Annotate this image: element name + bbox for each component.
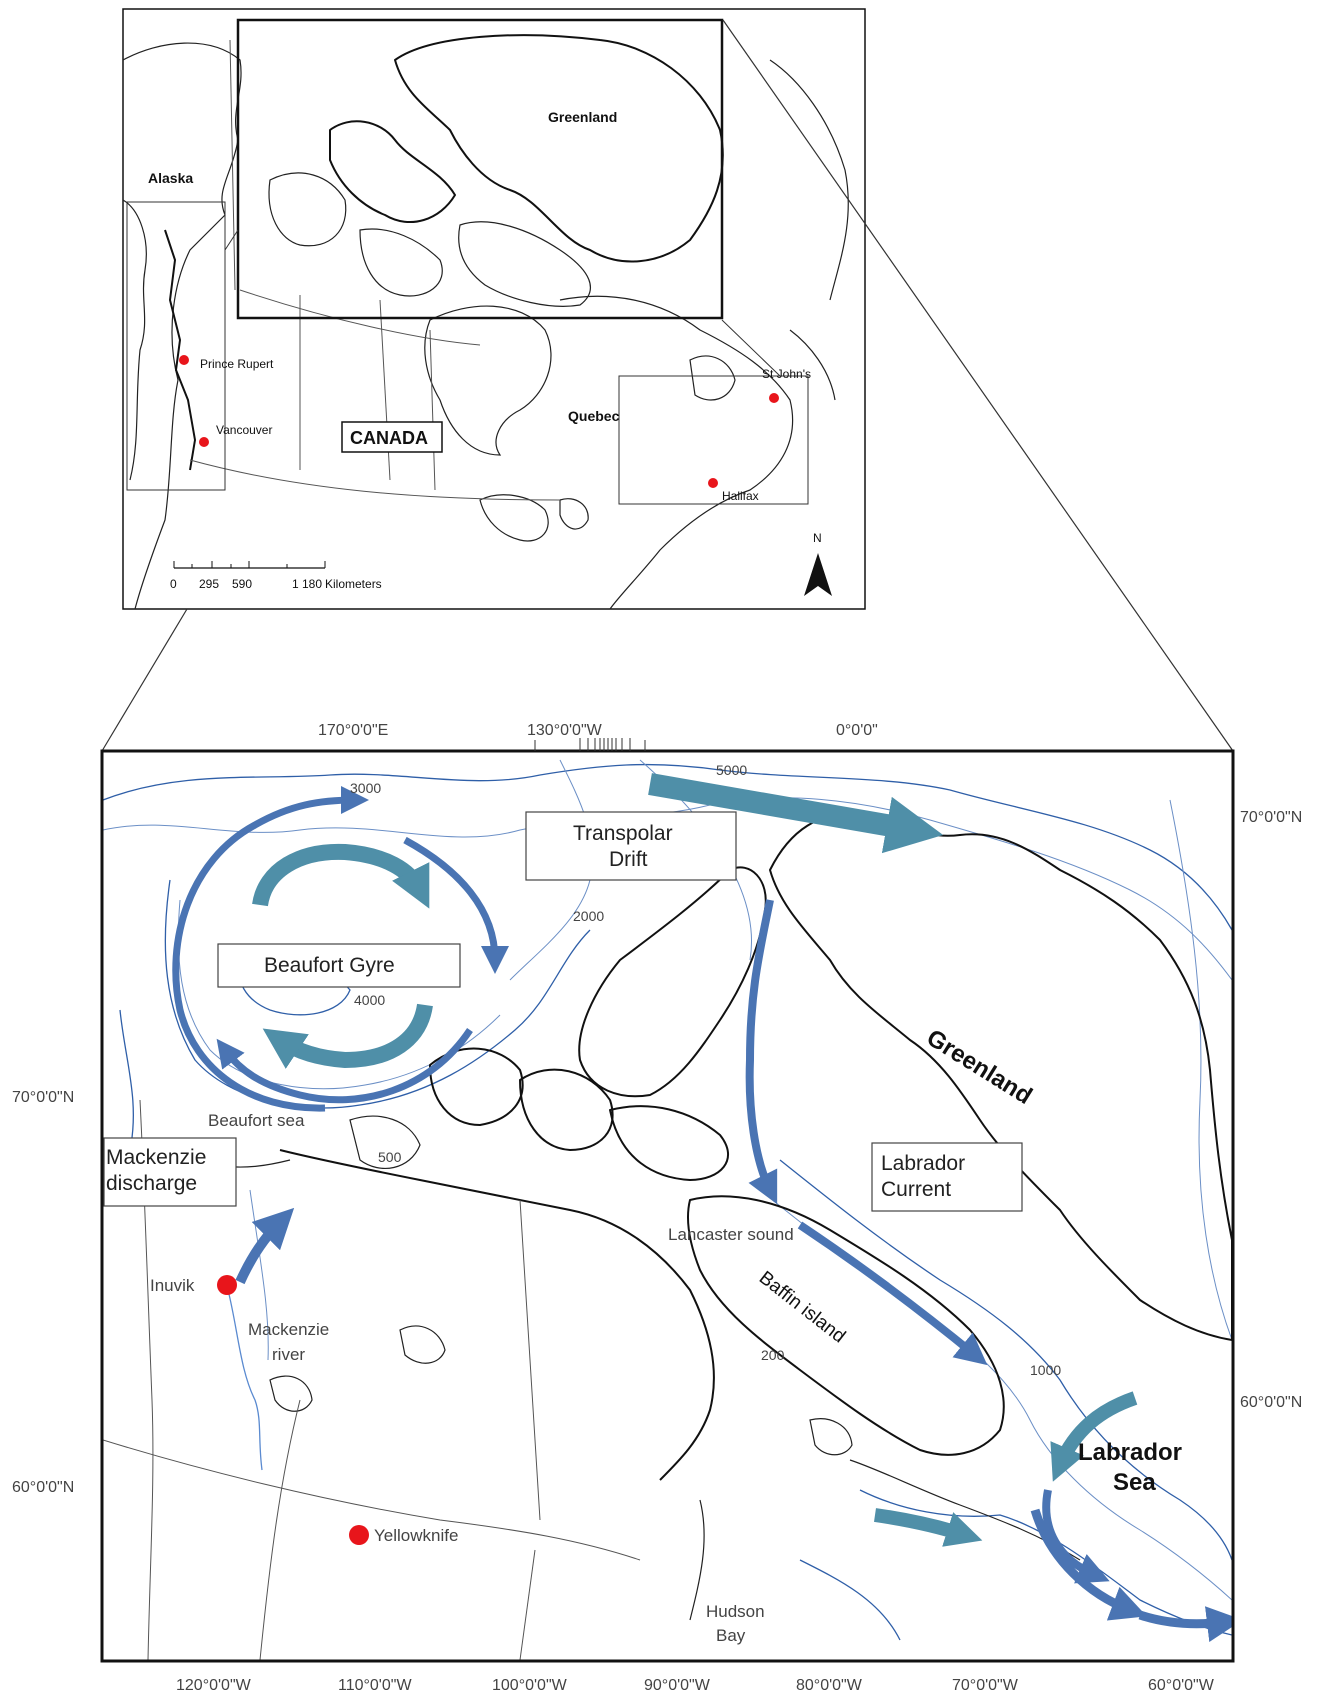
depth-label: 500 bbox=[378, 1149, 402, 1165]
gyre-outer-arrow bbox=[403, 836, 509, 974]
coord-label: 170°0'0"E bbox=[318, 722, 388, 739]
greenland-coast bbox=[769, 813, 1232, 1341]
city-dot-inuvik bbox=[217, 1275, 237, 1295]
scale-tick-label: 1 180 bbox=[292, 577, 322, 591]
label-labrador-sea: Labrador bbox=[1078, 1439, 1182, 1466]
inset-city-label: Halifax bbox=[722, 489, 759, 503]
svg-text:Current: Current bbox=[881, 1178, 951, 1201]
labrador-sea-arrow bbox=[1042, 1489, 1110, 1584]
label-mackenzie-river: river bbox=[272, 1345, 305, 1364]
inset-label-canada: CANADA bbox=[350, 428, 428, 448]
coord-label: 120°0'0"W bbox=[176, 1677, 252, 1694]
coord-label: 130°0'0"W bbox=[527, 722, 603, 739]
mackenzie-river-line bbox=[227, 1289, 263, 1471]
beaufort-gyre-label: Beaufort Gyre bbox=[217, 943, 461, 988]
transpolar-drift-label: Transpolar Drift bbox=[525, 811, 737, 881]
depth-label: 4000 bbox=[354, 992, 385, 1008]
labrador-south-arrow bbox=[1138, 1606, 1232, 1643]
inset-zoom-box bbox=[236, 18, 724, 320]
baffin-current-arrow bbox=[745, 899, 778, 1205]
inset-canada-box bbox=[341, 421, 443, 453]
top-ticks bbox=[534, 738, 646, 751]
svg-text:Drift: Drift bbox=[609, 848, 648, 871]
north-arrow-icon: N bbox=[804, 531, 832, 596]
coord-label: 90°0'0"W bbox=[644, 1677, 711, 1694]
inset-city-dot bbox=[199, 437, 209, 447]
main-frame bbox=[100, 749, 1235, 1663]
coord-label: 60°0'0"N bbox=[1240, 1394, 1302, 1411]
depth-label: 1000 bbox=[1030, 1362, 1061, 1378]
ocean-currents bbox=[172, 773, 1232, 1643]
scale-tick-label: 295 bbox=[199, 577, 219, 591]
zoom-connector bbox=[722, 19, 1234, 752]
inset-city-label: St John's bbox=[762, 367, 811, 381]
inset-city-label: Prince Rupert bbox=[200, 357, 274, 371]
label-hudson-bay: Hudson bbox=[706, 1602, 765, 1621]
coord-label: 70°0'0"N bbox=[1240, 809, 1302, 826]
label-labrador-sea: Sea bbox=[1113, 1469, 1156, 1496]
gyre-outer-arrow bbox=[172, 786, 369, 1112]
gyre-outer-arrow bbox=[216, 1028, 473, 1104]
depth-label: 200 bbox=[761, 1347, 785, 1363]
coord-label: 70°0'0"W bbox=[952, 1677, 1019, 1694]
gyre-inner-arrow bbox=[262, 1003, 433, 1069]
coord-label: 0°0'0" bbox=[836, 722, 878, 739]
label-greenland: Greenland bbox=[922, 1024, 1037, 1110]
inset-city-dot bbox=[179, 355, 189, 365]
coord-label: 80°0'0"W bbox=[796, 1677, 863, 1694]
svg-text:discharge: discharge bbox=[106, 1172, 197, 1195]
north-label: N bbox=[813, 531, 822, 545]
inset-map: Greenland Alaska CANADA Quebec Prince Ru… bbox=[122, 8, 866, 610]
inset-west-box bbox=[126, 201, 226, 491]
svg-text:Labrador: Labrador bbox=[881, 1152, 965, 1175]
labrador-current-arrow bbox=[797, 1221, 988, 1366]
inset-label-alaska: Alaska bbox=[148, 170, 193, 186]
label-mackenzie-river: Mackenzie bbox=[248, 1320, 329, 1339]
labrador-south-arrow bbox=[1030, 1508, 1147, 1621]
labrador-sea-arrow bbox=[1050, 1391, 1138, 1482]
coord-label: 70°0'0"N bbox=[12, 1089, 74, 1106]
bathymetry-contours bbox=[103, 759, 1232, 1641]
main-map: 170°0'0"E 130°0'0"W 0°0'0" 70°0'0"N 60°0… bbox=[12, 722, 1302, 1694]
hudson-strait-arrow bbox=[874, 1508, 983, 1547]
labrador-current-label: Labrador Current bbox=[871, 1142, 1023, 1212]
inset-frame bbox=[122, 8, 866, 610]
label-lancaster-sound: Lancaster sound bbox=[668, 1225, 794, 1244]
inset-city-dot bbox=[769, 393, 779, 403]
coord-label: 110°0'0"W bbox=[338, 1677, 412, 1694]
transpolar-drift-arrow bbox=[648, 773, 944, 854]
scale-tick-label: 0 bbox=[170, 577, 177, 591]
zoom-connector bbox=[101, 608, 188, 752]
inset-scale-bar: 0 295 590 1 180 Kilometers bbox=[170, 561, 382, 591]
inset-city-label: Vancouver bbox=[216, 423, 272, 437]
city-label-yellowknife: Yellowknife bbox=[374, 1526, 458, 1545]
scale-tick-label: 590 bbox=[232, 577, 252, 591]
svg-text:Transpolar: Transpolar bbox=[573, 822, 673, 845]
inset-coastlines bbox=[122, 34, 849, 610]
label-baffin-island: Baffin island bbox=[755, 1267, 849, 1347]
inset-city-dot bbox=[708, 478, 718, 488]
mackenzie-discharge-arrow bbox=[235, 1207, 295, 1285]
inset-label-greenland: Greenland bbox=[548, 109, 617, 125]
inset-label-quebec: Quebec bbox=[568, 408, 620, 424]
coord-label: 60°0'0"N bbox=[12, 1479, 74, 1496]
svg-text:Mackenzie: Mackenzie bbox=[106, 1146, 206, 1169]
label-beaufort-sea: Beaufort sea bbox=[208, 1111, 305, 1130]
coord-label: 60°0'0"W bbox=[1148, 1677, 1215, 1694]
archipelago-coast bbox=[103, 866, 1081, 1621]
svg-text:Beaufort Gyre: Beaufort Gyre bbox=[264, 954, 395, 977]
city-label-inuvik: Inuvik bbox=[150, 1276, 195, 1295]
inset-east-box bbox=[618, 375, 809, 505]
label-hudson-bay: Bay bbox=[716, 1626, 746, 1645]
scale-unit-label: Kilometers bbox=[325, 577, 382, 591]
depth-label: 3000 bbox=[350, 780, 381, 796]
mackenzie-discharge-label: Mackenzie discharge bbox=[103, 1137, 237, 1207]
coord-label: 100°0'0"W bbox=[492, 1677, 568, 1694]
gyre-inner-arrow bbox=[252, 843, 430, 909]
city-dot-yellowknife bbox=[349, 1525, 369, 1545]
depth-label: 5000 bbox=[716, 762, 747, 778]
depth-label: 2000 bbox=[573, 908, 604, 924]
